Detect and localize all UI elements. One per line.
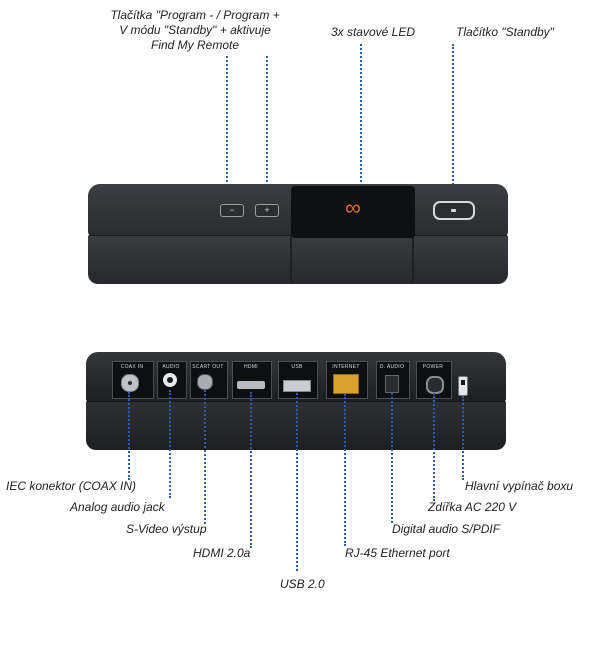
standby-button [433,201,475,220]
led-display-panel [291,186,415,238]
port-label-scart: SCART OUT [192,364,224,370]
leader-program-plus [266,56,268,202]
port-label-audio: AUDIO [162,364,180,370]
leader-rj45 [344,394,346,546]
hdmi-connector-icon [237,381,265,389]
port-label-power: POWER [422,364,444,370]
leader-analog-audio [169,390,171,498]
leader-standby [452,44,454,200]
leader-program-minus [226,56,228,202]
leader-hdmi [250,392,252,548]
svideo-connector-icon [197,374,213,390]
label-rj45: RJ-45 Ethernet port [345,546,450,560]
port-label-coax: COAX IN [120,364,144,370]
label-program-buttons: Tlačítka "Program - / Program + V módu "… [110,8,280,52]
front-seam [412,236,414,282]
label-hdmi: HDMI 2.0a [193,546,251,560]
leader-status-leds [360,44,362,202]
label-power-socket: Zdířka AC 220 V [428,500,517,514]
leader-main-switch [462,396,464,480]
port-scart [190,361,228,399]
spdif-connector-icon [385,375,399,393]
port-hdmi [232,361,272,399]
main-switch-icon [458,376,468,396]
label-analog-audio: Analog audio jack [70,500,165,514]
leader-iec [128,392,130,480]
label-usb: USB 2.0 [280,577,325,591]
device-front-bottom [88,235,508,284]
front-seam [290,236,292,282]
leader-svideo [204,390,206,524]
label-iec: IEC konektor (COAX IN) [6,479,137,493]
port-label-internet: INTERNET [332,364,360,370]
leader-usb [296,393,298,571]
label-main-switch: Hlavní vypínač boxu [465,479,574,493]
leader-digital-audio [391,393,393,523]
leader-power-socket [433,393,435,501]
usb-connector-icon [283,380,311,392]
port-label-d-audio: D. AUDIO [379,364,405,370]
label-digital-audio: Digital audio S/PDIF [392,522,501,536]
ethernet-connector-icon [333,374,359,394]
audio-jack-icon [163,373,177,387]
label-status-leds: 3x stavové LED [330,25,416,39]
port-label-hdmi: HDMI [244,364,258,370]
power-socket-icon [426,376,444,394]
program-minus-button: − [220,204,244,217]
coax-connector-icon [121,374,139,392]
label-standby-button: Tlačítko "Standby" [456,25,554,39]
port-label-usb: USB [291,364,303,370]
logo-icon: ∞ [345,195,361,220]
program-plus-button: + [255,204,279,217]
label-svideo: S-Video výstup [126,522,207,536]
